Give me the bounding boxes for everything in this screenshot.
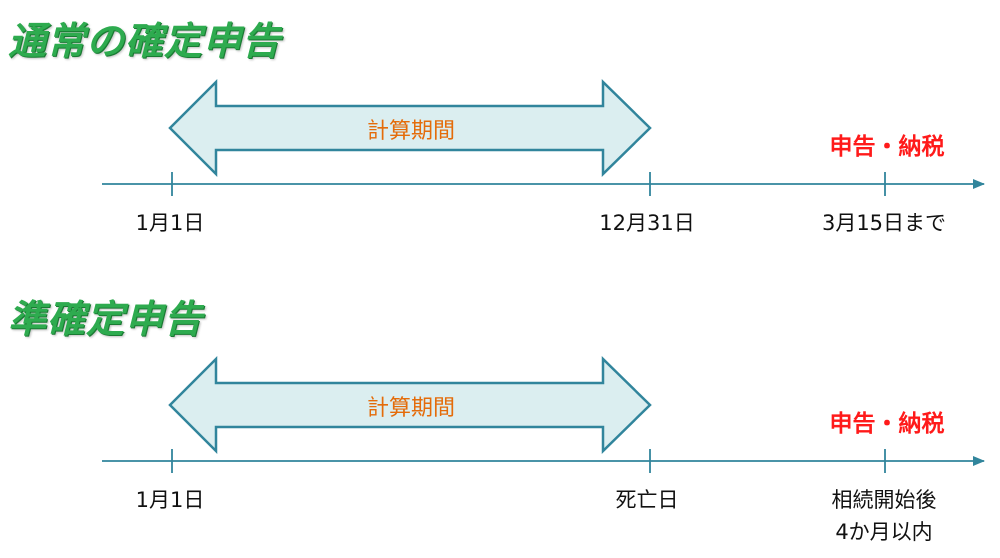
period-label-1: 計算期間 xyxy=(366,119,456,144)
period-double-arrow-1 xyxy=(168,78,652,178)
start-date-2: 1月1日 xyxy=(135,488,205,512)
period-label-2: 計算期間 xyxy=(366,396,456,421)
start-date-1: 1月1日 xyxy=(135,211,205,235)
period-double-arrow-2 xyxy=(168,355,652,455)
end-date-1: 12月31日 xyxy=(599,211,695,235)
section2-title: 準確定申告 xyxy=(8,297,204,341)
section1-title: 通常の確定申告 xyxy=(8,19,282,63)
end-date-2: 死亡日 xyxy=(615,488,679,512)
deadline-date-2-line1: 相続開始後 xyxy=(831,488,937,512)
deadline-date-1: 3月15日まで xyxy=(821,211,947,235)
deadline-date-2-line2: 4か月以内 xyxy=(835,520,933,544)
deadline-label-2: 申告・納税 xyxy=(829,411,945,437)
deadline-label-1: 申告・納税 xyxy=(829,134,945,160)
